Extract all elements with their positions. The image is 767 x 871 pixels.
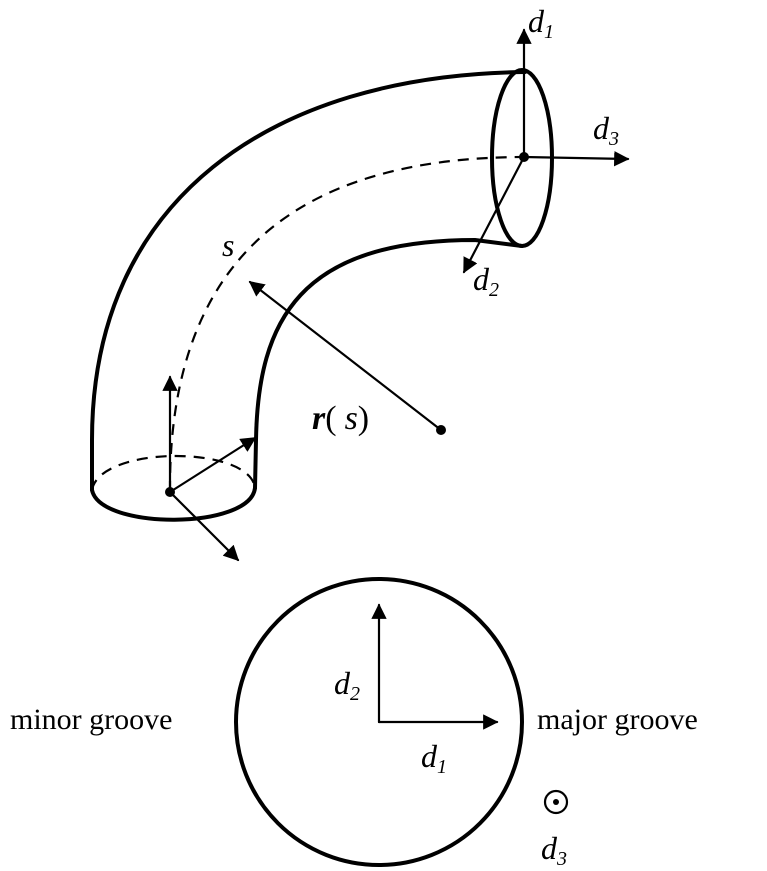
label-s: s (222, 227, 234, 263)
out-of-page-dot (553, 799, 559, 805)
radius-vector (248, 280, 446, 435)
cross-section (234, 577, 524, 867)
d3-out-of-page-symbol (543, 789, 569, 815)
tube-centerline (168, 155, 523, 493)
label-minor-groove: minor groove (10, 703, 172, 736)
bottom-end-frame (162, 375, 257, 562)
label-d1-top: d1 (528, 3, 554, 43)
d3-arrow-top (522, 151, 630, 167)
top-end-frame (462, 28, 630, 274)
bottom-normal-arrow (168, 490, 240, 562)
label-d3-bottom: d3 (541, 830, 567, 870)
tube-inner-edge (253, 238, 524, 490)
r-of-s-arrow (248, 280, 443, 432)
bottom-tangent-arrow (168, 436, 257, 494)
tube-bottom-cap-back (90, 454, 257, 491)
label-major-groove: major groove (537, 703, 698, 736)
tube-outer-edge (90, 70, 527, 492)
cross-section-circle (234, 577, 524, 867)
tube-bottom-cap-front (90, 486, 257, 522)
out-of-page-ring (543, 789, 569, 815)
label-r-of-s: r(s) (312, 400, 369, 437)
label-d1-bottom: d1 (421, 738, 447, 778)
label-d2-bottom: d2 (334, 665, 360, 705)
label-d3-top: d3 (593, 110, 619, 150)
d2-arrow-top (462, 155, 526, 274)
label-d2-top: d2 (473, 261, 499, 301)
bent-tube (90, 68, 554, 522)
